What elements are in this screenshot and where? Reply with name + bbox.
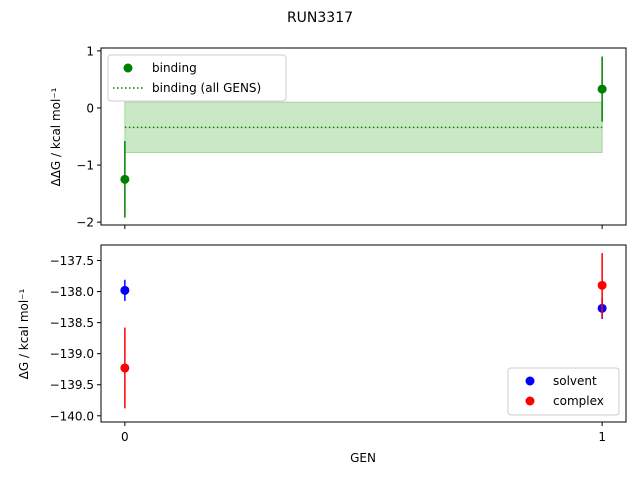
uncertainty-band-binding-all-gens — [124, 101, 603, 153]
data-point-solvent — [120, 285, 130, 295]
data-point-binding — [120, 174, 130, 184]
bottom-x-tick-label: 0 — [121, 430, 129, 444]
legend-marker-binding — [123, 63, 133, 73]
bottom-axes-frame — [100, 244, 627, 423]
top-y-tick-label: −1 — [76, 159, 94, 173]
bottom-y-tick-label: −139.0 — [50, 347, 94, 361]
legend-marker-complex — [525, 396, 535, 406]
bottom-y-tick-label: −138.5 — [50, 316, 94, 330]
top-y-tick-label: 0 — [86, 101, 94, 115]
top-x-ticks — [124, 225, 603, 229]
figure-title: RUN3317 — [287, 10, 353, 26]
legend-label-binding-all-gens: binding (all GENS) — [152, 81, 261, 95]
data-point-binding — [597, 84, 607, 94]
bottom-legend: solvent complex — [507, 367, 620, 416]
top-panel: −2 −1 0 1 ΔΔG / kcal mol⁻¹ binding binding … — [49, 44, 627, 230]
data-point-complex — [597, 280, 607, 290]
bottom-y-tick-label: −139.5 — [50, 378, 94, 392]
top-y-ticks: −2 −1 0 1 — [76, 44, 101, 230]
bottom-legend-box — [507, 367, 620, 416]
bottom-plot-area — [120, 253, 607, 409]
bottom-x-tick-label: 1 — [598, 430, 606, 444]
bottom-y-tick-label: −140.0 — [50, 409, 94, 423]
legend-marker-solvent — [525, 376, 535, 386]
top-plot-area — [120, 56, 607, 218]
bottom-x-axis-label: GEN — [350, 451, 376, 465]
bottom-y-axis-label: ΔG / kcal mol⁻¹ — [17, 288, 31, 379]
top-y-tick-label: −2 — [76, 216, 94, 230]
bottom-y-tick-label: −137.5 — [50, 254, 94, 268]
top-y-axis-label: ΔΔG / kcal mol⁻¹ — [49, 87, 63, 186]
data-point-complex — [120, 363, 130, 373]
legend-label-binding: binding — [152, 61, 197, 75]
legend-label-solvent: solvent — [553, 374, 597, 388]
top-legend: binding binding (all GENS) — [107, 54, 287, 102]
legend-label-complex: complex — [553, 394, 604, 408]
top-legend-box — [107, 54, 287, 102]
bottom-y-tick-label: −138.0 — [50, 285, 94, 299]
bottom-y-ticks: −140.0 −139.5 −139.0 −138.5 −138.0 −137.5 — [50, 254, 101, 423]
top-axes-frame — [100, 47, 627, 226]
top-y-tick-label: 1 — [86, 44, 94, 58]
